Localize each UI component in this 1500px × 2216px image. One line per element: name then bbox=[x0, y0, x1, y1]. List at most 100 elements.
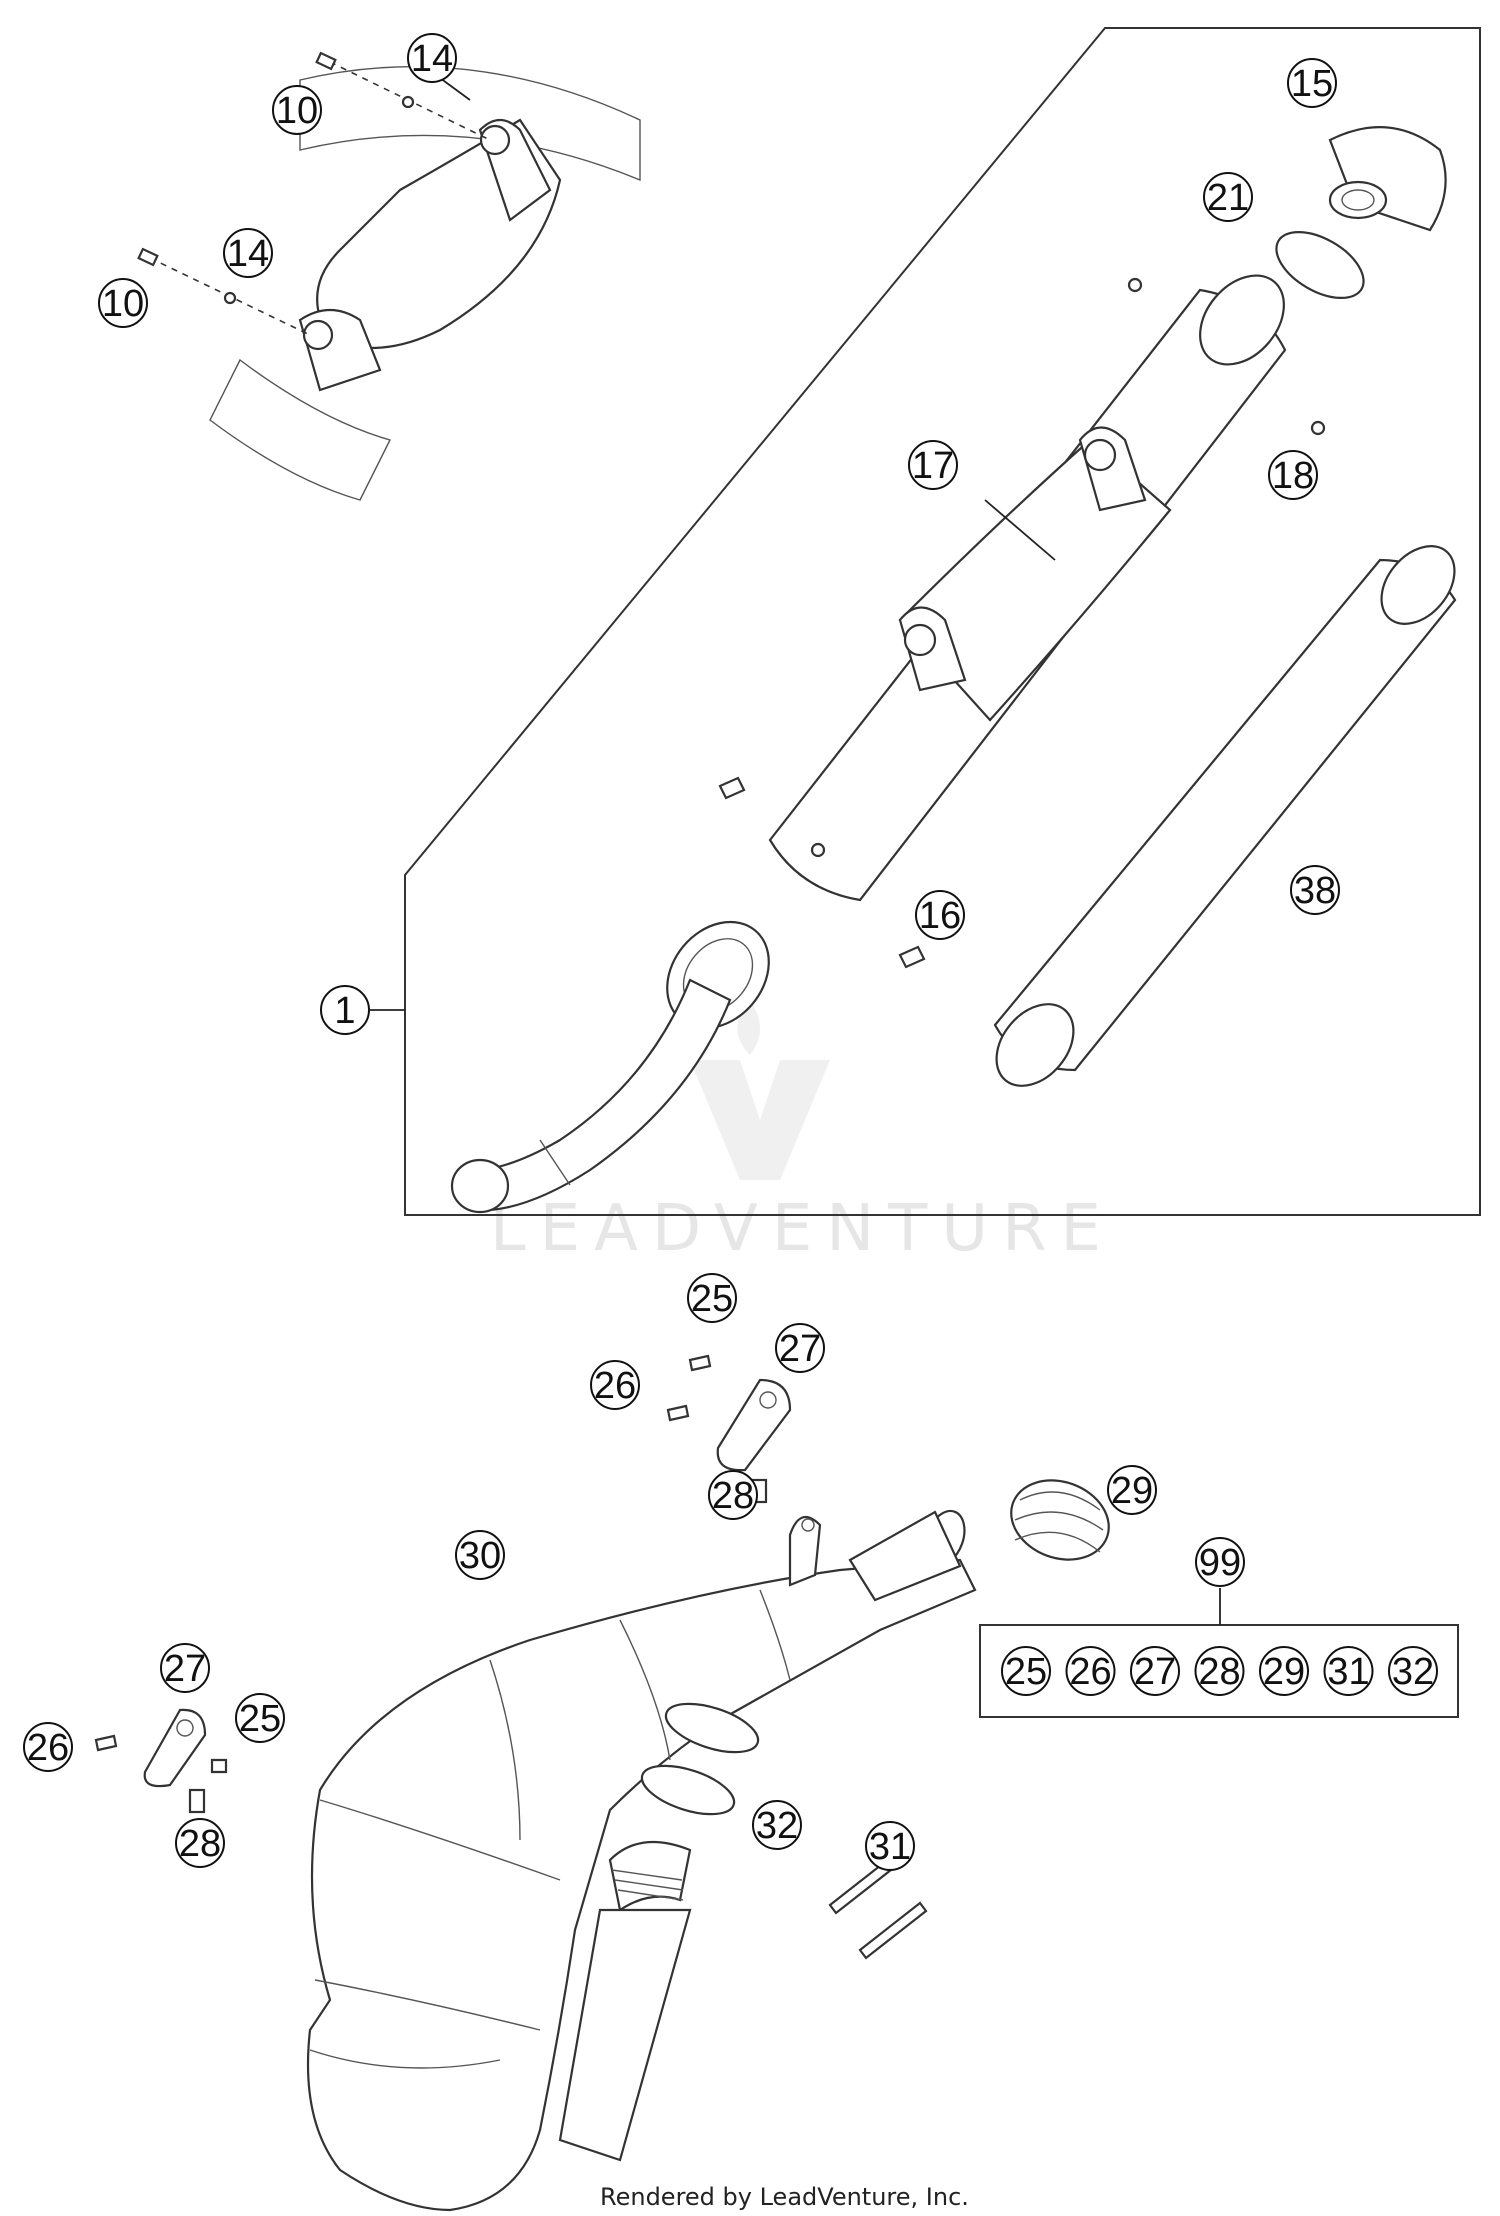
callout-27-circle bbox=[775, 1323, 825, 1373]
o-ring-part bbox=[664, 1702, 760, 1754]
callout-30-label: 30 bbox=[459, 1535, 501, 1577]
kit-member-25-label: 25 bbox=[1005, 1651, 1047, 1693]
callout-38: 38 bbox=[1290, 865, 1340, 915]
callout-26-circle bbox=[23, 1722, 73, 1772]
o-ring-part bbox=[640, 1764, 736, 1816]
callout-32-label: 32 bbox=[756, 1805, 798, 1847]
callout-28-circle bbox=[175, 1818, 225, 1868]
callout-28-circle bbox=[708, 1470, 758, 1520]
kit-member-27-circle bbox=[1130, 1646, 1180, 1696]
kit-member-26-label: 26 bbox=[1069, 1651, 1111, 1693]
watermark-text: LEADVENTURE bbox=[490, 1192, 1115, 1266]
mount-inset bbox=[137, 51, 641, 501]
callout-14-circle bbox=[407, 33, 457, 83]
callout-kit: 99 bbox=[1195, 1537, 1245, 1587]
silencer-packing-part bbox=[993, 545, 1457, 1087]
exhaust-pipe-part bbox=[306, 1509, 977, 2212]
callout-kit-label: 99 bbox=[1199, 1542, 1241, 1584]
screw-part bbox=[898, 945, 926, 969]
rivet-part bbox=[1310, 420, 1326, 436]
callout-27: 27 bbox=[775, 1323, 825, 1373]
callout-10: 10 bbox=[272, 85, 322, 135]
callout-28: 28 bbox=[175, 1818, 225, 1868]
callout-31: 31 bbox=[865, 1821, 915, 1871]
render-credit: Rendered by LeadVenture, Inc. bbox=[600, 2183, 969, 2211]
callout-10-circle bbox=[98, 278, 148, 328]
silencer-inlet-pipe bbox=[450, 920, 770, 1214]
callout-21-circle bbox=[1203, 172, 1253, 222]
kit-member-32-circle bbox=[1388, 1646, 1438, 1696]
exhaust-flange-part bbox=[558, 1840, 692, 2162]
callout-38-label: 38 bbox=[1294, 870, 1336, 912]
exhaust-spring-part bbox=[1010, 1479, 1110, 1561]
spring-part bbox=[858, 1901, 928, 1960]
kit-member-25-circle bbox=[1001, 1646, 1051, 1696]
kit-member-29: 29 bbox=[1259, 1646, 1309, 1696]
rivet-part bbox=[1127, 277, 1143, 293]
leader-lines bbox=[439, 77, 1056, 561]
callout-assembly-circle bbox=[320, 985, 370, 1035]
callout-18-circle bbox=[1268, 450, 1318, 500]
callout-18: 18 bbox=[1268, 450, 1318, 500]
kit-member-26: 26 bbox=[1065, 1646, 1116, 1696]
kit-member-31-circle bbox=[1323, 1646, 1374, 1696]
callout-15-circle bbox=[1287, 58, 1337, 108]
lower-bracket-hardware bbox=[94, 1708, 228, 1814]
callout-29: 29 bbox=[1107, 1465, 1157, 1515]
callout-18-label: 18 bbox=[1272, 455, 1314, 497]
callout-28-label: 28 bbox=[179, 1823, 221, 1865]
kit-member-27-label: 27 bbox=[1134, 1651, 1176, 1693]
kit-member-27: 27 bbox=[1130, 1646, 1180, 1696]
o-ring-part bbox=[1275, 230, 1365, 300]
kit-member-28-label: 28 bbox=[1198, 1651, 1240, 1693]
callout-26: 26 bbox=[590, 1360, 640, 1410]
callout-27: 27 bbox=[160, 1643, 210, 1693]
callout-27-label: 27 bbox=[779, 1328, 821, 1370]
callout-27-label: 27 bbox=[164, 1648, 206, 1690]
callout-14: 14 bbox=[223, 228, 273, 278]
kit-member-28-circle bbox=[1194, 1646, 1245, 1696]
callout-32: 32 bbox=[752, 1800, 802, 1850]
callout-10-label: 10 bbox=[102, 283, 144, 325]
kit-member-32-label: 32 bbox=[1392, 1651, 1434, 1693]
callout-29-circle bbox=[1107, 1465, 1157, 1515]
callout-assembly: 1 bbox=[320, 985, 370, 1035]
kit-member-31: 31 bbox=[1323, 1646, 1374, 1696]
kit-member-29-label: 29 bbox=[1263, 1651, 1305, 1693]
callout-31-label: 31 bbox=[869, 1826, 911, 1868]
callout-16: 16 bbox=[915, 890, 965, 940]
callout-10-label: 10 bbox=[276, 90, 318, 132]
callout-32-circle bbox=[752, 1800, 802, 1850]
callout-assembly-label: 1 bbox=[334, 990, 355, 1032]
callout-14-circle bbox=[223, 228, 273, 278]
kit-member-26-circle bbox=[1065, 1646, 1116, 1696]
callout-30-circle bbox=[455, 1530, 505, 1580]
callout-14-label: 14 bbox=[227, 233, 269, 275]
callout-31-circle bbox=[865, 1821, 915, 1871]
callout-17-circle bbox=[908, 440, 958, 490]
watermark: LEADVENTURE bbox=[490, 1000, 1115, 1266]
callout-30: 30 bbox=[455, 1530, 505, 1580]
callout-25: 25 bbox=[235, 1693, 285, 1743]
callout-25-circle bbox=[687, 1273, 737, 1323]
callout-16-label: 16 bbox=[919, 895, 961, 937]
callout-25-label: 25 bbox=[239, 1698, 281, 1740]
callout-17: 17 bbox=[908, 440, 958, 490]
kit-member-25: 25 bbox=[1001, 1646, 1051, 1696]
callout-26-label: 26 bbox=[27, 1727, 69, 1769]
callout-21: 21 bbox=[1203, 172, 1253, 222]
screw-part bbox=[718, 776, 746, 800]
callout-25-label: 25 bbox=[691, 1278, 733, 1320]
callout-10: 10 bbox=[98, 278, 148, 328]
callout-kit-circle bbox=[1195, 1537, 1245, 1587]
callout-26-circle bbox=[590, 1360, 640, 1410]
callout-26: 26 bbox=[23, 1722, 73, 1772]
callout-25: 25 bbox=[687, 1273, 737, 1323]
assembly-frame bbox=[404, 27, 1481, 1216]
callout-17-label: 17 bbox=[912, 445, 954, 487]
callout-27-circle bbox=[160, 1643, 210, 1693]
callout-29-label: 29 bbox=[1111, 1470, 1153, 1512]
callout-28-label: 28 bbox=[712, 1475, 754, 1517]
